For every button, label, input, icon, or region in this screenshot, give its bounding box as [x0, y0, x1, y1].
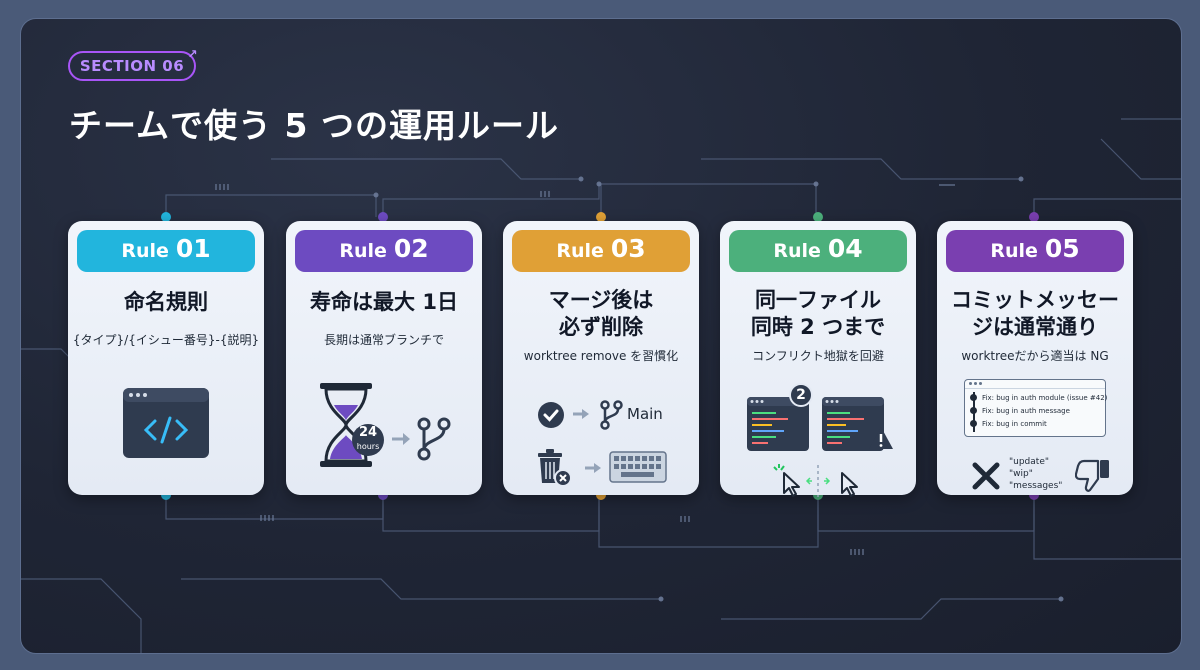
rule-label: Rule	[556, 240, 604, 262]
rule-subtitle: worktree remove を習慣化	[523, 349, 679, 363]
rule-card-04: Rule 04 同一ファイル 同時 2 つまで コンフリクト地獄を回避	[720, 221, 916, 497]
rule-title-line-2: ジは通常通り	[972, 315, 1098, 339]
rule-pill: Rule 04	[729, 230, 907, 272]
cross-icon	[972, 462, 1000, 490]
rule-title-line-2: 同時 2 つまで	[750, 315, 886, 339]
section-badge-label: SECTION 06	[79, 57, 185, 75]
rule-subtitle: コンフリクト地獄を回避	[752, 349, 884, 363]
commit-message: Fix: bug in auth message	[982, 406, 1070, 415]
rule-pill: Rule 01	[77, 230, 255, 272]
rule-title: 命名規則	[124, 290, 208, 314]
rule-title-line-1: マージ後は	[548, 288, 654, 312]
rule-label: Rule	[773, 240, 821, 262]
slide: SECTION 06 ↗ チームで使う 5 つの運用ルール Rule 01 命名…	[20, 18, 1182, 654]
rule-title-line-1: 同一ファイル	[755, 288, 881, 312]
circuit-background	[21, 118, 1181, 653]
arrow-right-icon	[573, 409, 589, 419]
rule-number: 04	[827, 234, 863, 263]
thumbs-down-icon	[1075, 459, 1109, 492]
connector-dot	[596, 212, 606, 222]
rule-pill: Rule 05	[946, 230, 1124, 272]
git-branch-icon	[600, 400, 623, 430]
code-window-icon	[123, 388, 209, 458]
trash-icon	[538, 449, 571, 487]
connector-dot	[161, 212, 171, 222]
rule-pill: Rule 03	[512, 230, 690, 272]
commit-log-titlebar	[965, 380, 1105, 389]
connector-dot	[378, 490, 388, 500]
rule-card-05: Rule 05 コミットメッセー ジは通常通り worktreeだから適当は N…	[937, 221, 1133, 495]
rule-subtitle: worktreeだから適当は NG	[961, 349, 1109, 363]
connector-dot	[1029, 490, 1039, 500]
commit-entry: Fix: bug in commit	[970, 417, 1047, 430]
rule-number: 03	[610, 234, 646, 263]
rule-title-line-1: コミットメッセー	[951, 288, 1119, 312]
rule-pill: Rule 02	[295, 230, 473, 272]
connector-dot	[378, 212, 388, 222]
rule-card-01: Rule 01 命名規則 {タイプ}/{イシュー番号}-{説明}	[68, 221, 264, 495]
rule-card-03: Rule 03 マージ後は 必ず削除 worktree remove を習慣化 …	[503, 221, 699, 495]
commit-entry: Fix: bug in auth message	[970, 404, 1070, 417]
commit-log-icon: Fix: bug in auth module (issue #42) Fix:…	[964, 379, 1107, 437]
connector-dot	[1029, 212, 1039, 222]
commit-message: Fix: bug in auth module (issue #42)	[982, 393, 1108, 402]
rule-number: 05	[1044, 234, 1080, 263]
rule-subtitle: 長期は通常ブランチで	[323, 333, 444, 347]
bad-message: "wip"	[1009, 469, 1033, 479]
rule-card-02: Rule 02 寿命は最大 1日 長期は通常ブランチで 24 hours	[286, 221, 482, 495]
hourglass-hours-number: 24	[358, 425, 378, 440]
connector-dot	[813, 212, 823, 222]
rule-label: Rule	[990, 240, 1038, 262]
connector-dot	[161, 490, 171, 500]
arrow-right-icon	[585, 463, 601, 473]
commit-entry: Fix: bug in auth module (issue #42)	[970, 391, 1107, 404]
rule-number: 02	[393, 234, 429, 263]
section-badge: SECTION 06 ↗	[68, 47, 198, 81]
concurrency-count-badge: 2	[796, 387, 806, 403]
bad-message: "messages"	[1009, 481, 1063, 491]
git-branch-icon	[417, 417, 451, 461]
two-cursors-icon	[773, 464, 858, 497]
rule-subtitle: {タイプ}/{イシュー番号}-{説明}	[72, 333, 260, 347]
arrow-right-icon	[392, 433, 410, 445]
main-branch-label: Main	[627, 405, 663, 423]
rule-label: Rule	[339, 240, 387, 262]
rule-title: 寿命は最大 1日	[310, 290, 458, 314]
keyboard-icon	[609, 451, 667, 483]
commit-message: Fix: bug in commit	[982, 419, 1047, 428]
bad-message: "update"	[1009, 457, 1049, 467]
two-windows-icon	[747, 383, 893, 451]
arrow-up-right-icon: ↗	[187, 47, 198, 61]
rule-label: Rule	[121, 240, 169, 262]
rule-title-line-2: 必ず削除	[559, 315, 643, 339]
connector-dot	[596, 490, 606, 500]
hourglass-icon	[320, 383, 384, 467]
hourglass-hours-unit: hours	[356, 442, 380, 451]
rule-number: 01	[175, 234, 211, 263]
page-title: チームで使う 5 つの運用ルール	[69, 106, 559, 145]
check-circle-icon	[538, 402, 564, 428]
